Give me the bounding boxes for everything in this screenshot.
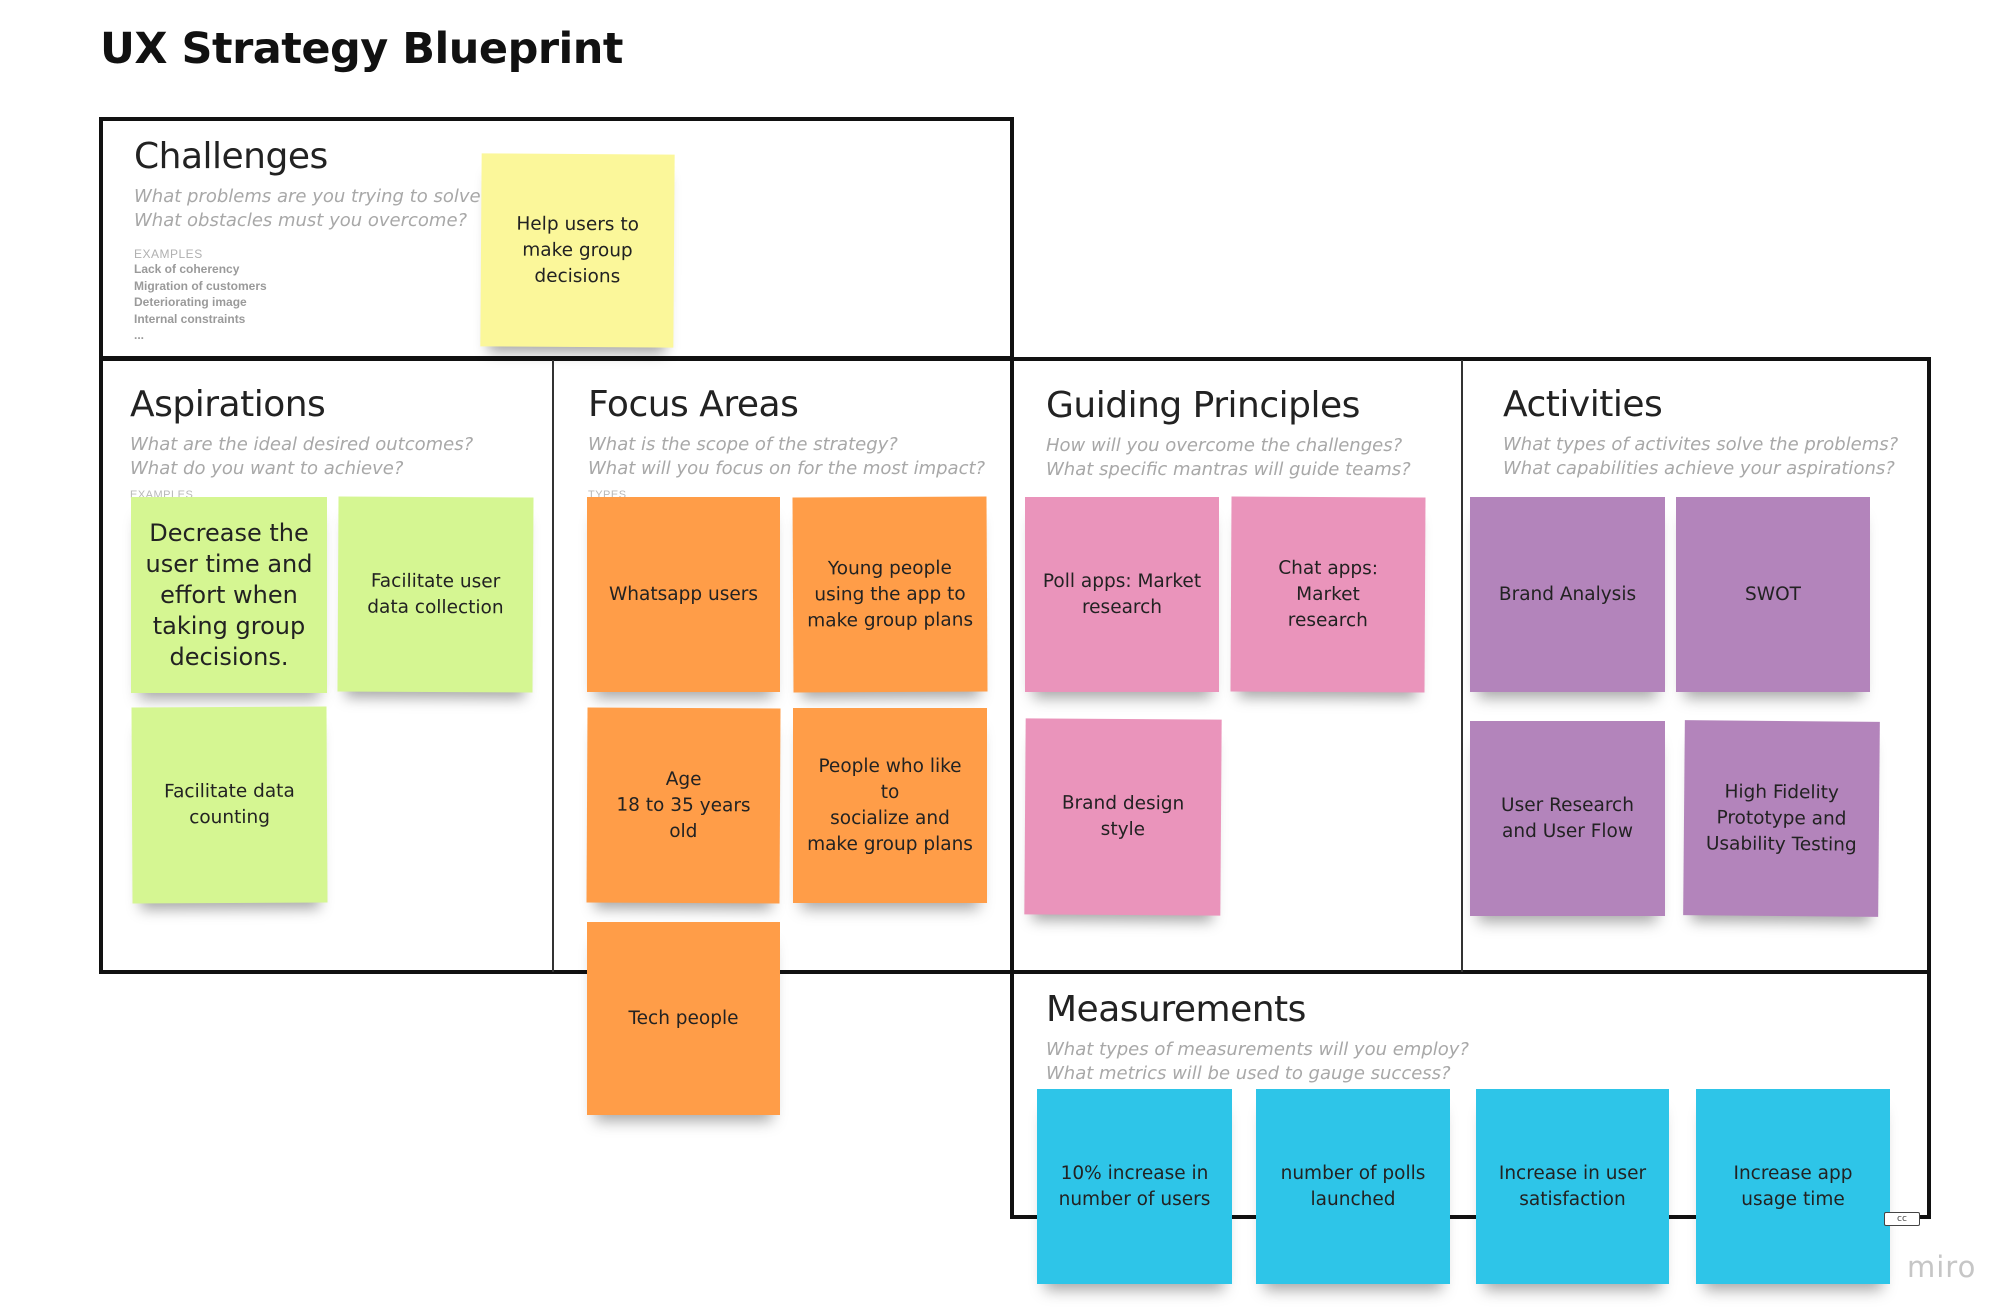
license-badge-icon: cc xyxy=(1884,1212,1920,1226)
sticky-note[interactable]: Increase in user satisfaction xyxy=(1476,1089,1669,1284)
sticky-note[interactable]: Increase app usage time xyxy=(1696,1089,1890,1284)
sticky-note[interactable]: People who like to socialize and make gr… xyxy=(793,708,987,903)
examples-list: Lack of coherency Migration of customers… xyxy=(134,261,490,344)
section-title: Aspirations xyxy=(130,384,326,425)
section-title: Guiding Principles xyxy=(1046,385,1360,426)
sticky-note[interactable]: Decrease the user time and effort when t… xyxy=(131,497,327,693)
example-item: Migration of customers xyxy=(134,278,267,293)
sticky-note[interactable]: High Fidelity Prototype and Usability Te… xyxy=(1683,720,1880,917)
divider-aspirations-focus xyxy=(552,360,554,972)
sticky-note[interactable]: User Research and User Flow xyxy=(1470,721,1665,916)
sticky-note[interactable]: Facilitate data counting xyxy=(131,706,328,904)
sticky-note[interactable]: Facilitate user data collection xyxy=(337,496,534,693)
section-title: Measurements xyxy=(1046,989,1306,1030)
sticky-note[interactable]: Tech people xyxy=(587,922,780,1115)
sticky-note[interactable]: Chat apps: Market research xyxy=(1230,496,1426,693)
miro-logo: miro xyxy=(1907,1250,1977,1284)
sticky-note[interactable]: number of polls launched xyxy=(1256,1089,1450,1284)
section-question: How will you overcome the challenges? xyxy=(1046,435,1403,456)
frame-measurements xyxy=(1010,970,1931,1219)
section-question: What metrics will be used to gauge succe… xyxy=(1046,1063,1451,1084)
section-question: What is the scope of the strategy? xyxy=(588,434,898,455)
example-item: ... xyxy=(134,328,145,342)
section-question: What capabilities achieve your aspiratio… xyxy=(1503,458,1895,479)
example-item: Lack of coherency xyxy=(134,262,240,276)
sticky-note[interactable]: Young people using the app to make group… xyxy=(792,496,988,693)
section-focus-areas: Focus Areas What is the scope of the str… xyxy=(588,384,985,481)
sticky-note[interactable]: Whatsapp users xyxy=(587,497,780,692)
section-question: What types of measurements will you empl… xyxy=(1046,1039,1469,1060)
sticky-note[interactable]: Brand design style xyxy=(1024,718,1222,916)
sticky-note[interactable]: Poll apps: Market research xyxy=(1025,497,1219,692)
section-question: What are the ideal desired outcomes? xyxy=(130,434,474,455)
section-question: What problems are you trying to solve? xyxy=(134,186,491,207)
divider-principles-activities xyxy=(1461,360,1463,972)
section-question: What obstacles must you overcome? xyxy=(134,210,468,231)
section-guiding-principles: Guiding Principles How will you overcome… xyxy=(1046,385,1411,482)
example-item: Deteriorating image xyxy=(134,295,247,309)
sticky-note[interactable]: SWOT xyxy=(1676,497,1870,692)
sticky-note[interactable]: 10% increase in number of users xyxy=(1037,1089,1232,1284)
section-title: Challenges xyxy=(134,136,328,177)
section-title: Focus Areas xyxy=(588,384,799,425)
section-question: What types of activites solve the proble… xyxy=(1503,434,1899,455)
section-activities: Activities What types of activites solve… xyxy=(1503,384,1898,481)
sticky-note[interactable]: Age 18 to 35 years old xyxy=(586,707,781,904)
sticky-note[interactable]: Help users to make group decisions xyxy=(480,153,675,348)
section-title: Activities xyxy=(1503,384,1663,425)
section-challenges: Challenges What problems are you trying … xyxy=(134,136,490,344)
section-question: What specific mantras will guide teams? xyxy=(1046,459,1411,480)
section-question: What will you focus on for the most impa… xyxy=(588,458,986,479)
sticky-note[interactable]: Brand Analysis xyxy=(1470,497,1665,692)
examples-heading: EXAMPLES xyxy=(134,247,203,261)
section-aspirations: Aspirations What are the ideal desired o… xyxy=(130,384,473,481)
section-measurements: Measurements What types of measurements … xyxy=(1046,989,1469,1086)
example-item: Internal constraints xyxy=(134,311,246,326)
section-question: What do you want to achieve? xyxy=(130,458,404,479)
board-title: UX Strategy Blueprint xyxy=(100,24,623,74)
